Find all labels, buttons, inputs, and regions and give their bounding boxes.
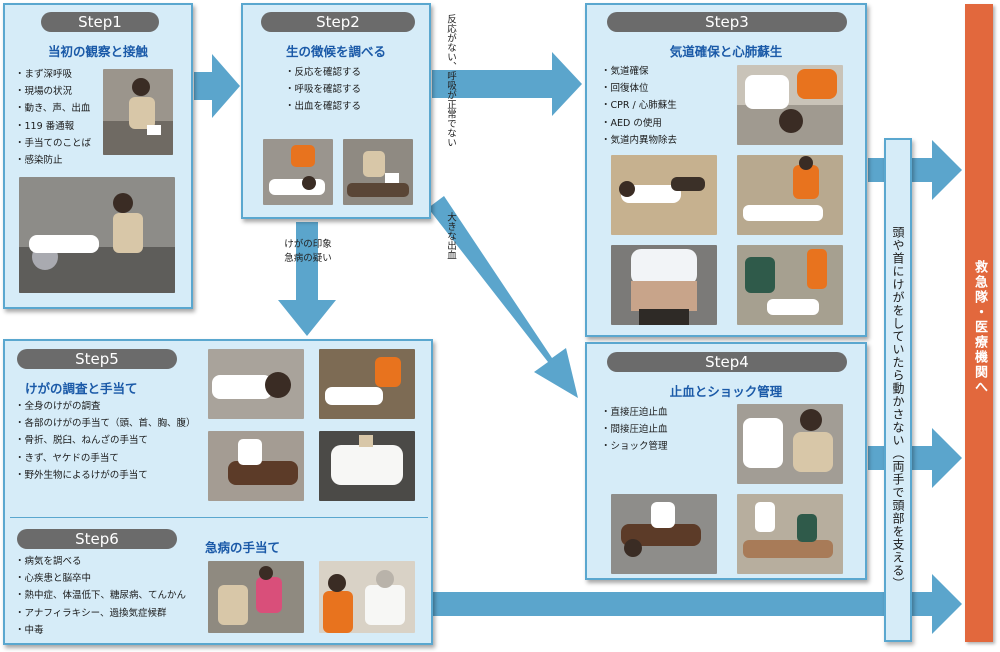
step3-pill: Step3 — [607, 12, 847, 32]
step5-photo-arm — [319, 349, 415, 419]
step2-title: 生の徴候を調べる — [285, 44, 386, 59]
arrow-step2-to-step3 — [432, 52, 582, 116]
step4-title: 止血とショック管理 — [669, 384, 783, 399]
list-item: まず深呼吸 — [15, 66, 91, 83]
step5-photo-fracture — [208, 431, 304, 501]
step2-list: 反応を確認する 呼吸を確認する 出血を確認する — [285, 64, 362, 116]
list-item: 感染防止 — [15, 152, 91, 169]
step5-list: 全身のけがの調査 各部のけがの手当て（頭、首、胸、腹） 骨折、脱臼、ねんざの手当… — [15, 398, 196, 484]
step5-title: けがの調査と手当て — [25, 381, 138, 396]
label-bleeding: 大きな出血 — [445, 212, 456, 260]
step2-box: Step2 生の徴候を調べる 反応を確認する 呼吸を確認する 出血を確認する — [241, 3, 431, 219]
arrow-step1-to-step2 — [194, 54, 240, 118]
step4-box: Step4 止血とショック管理 直接圧迫止血 間接圧迫止血 ショック管理 — [585, 342, 867, 580]
list-item: きず、ヤケドの手当て — [15, 450, 196, 467]
list-item: 手当てのことば — [15, 135, 92, 152]
list-item: 病気を調べる — [15, 553, 186, 570]
neck-injury-text: 頭や首にけがをしていたら動かさない（両手で頭部を支える） — [891, 226, 905, 590]
step6-photo-assess — [208, 561, 304, 633]
label-injury-line2: 急病の疑い — [284, 253, 332, 264]
list-item: 動き、声、出血 — [15, 100, 91, 117]
ems-bar — [965, 4, 993, 642]
step5-photo-head — [208, 349, 304, 419]
label-no-breathing: 反応がない、呼吸が正常でない — [445, 14, 456, 147]
step2-photo-breathing — [343, 139, 413, 205]
step4-pill: Step4 — [607, 352, 847, 372]
list-item: 回復体位 — [601, 80, 677, 97]
step1-box: Step1 当初の観察と接触 まず深呼吸 現場の状況 動き、声、出血 119 番… — [3, 3, 193, 309]
section-divider — [10, 517, 428, 518]
step1-pill: Step1 — [41, 12, 159, 32]
ems-text: 救急隊・医療機関へ — [972, 260, 987, 395]
step3-photo-airway — [737, 65, 843, 145]
step2-photo-response — [263, 139, 333, 205]
step1-photo-contact — [19, 177, 175, 293]
step3-photo-cpr — [737, 155, 843, 235]
list-item: 直接圧迫止血 — [601, 404, 668, 421]
step6-list: 病気を調べる 心疾患と脳卒中 熱中症、体温低下、糖尿病、てんかん アナフィラキシ… — [15, 553, 187, 639]
step6-title: 急病の手当て — [205, 540, 281, 555]
step4-photo-indirect-pressure — [611, 494, 717, 574]
step3-list: 気道確保 回復体位 CPR / 心肺蘇生 AED の使用 気道内異物除去 — [601, 63, 678, 149]
step5-pill: Step5 — [17, 349, 177, 369]
list-item: CPR / 心肺蘇生 — [601, 97, 677, 114]
step1-list: まず深呼吸 現場の状況 動き、声、出血 119 番通報 手当てのことば 感染防止 — [15, 66, 92, 169]
list-item: 野外生物によるけがの手当て — [15, 467, 196, 484]
step5-6-box: Step5 けがの調査と手当て 全身のけがの調査 各部のけがの手当て（頭、首、胸… — [3, 339, 433, 645]
label-injury-line1: けがの印象 — [284, 239, 332, 250]
arrow-step6-to-ems — [432, 574, 962, 634]
list-item: 119 番通報 — [15, 118, 91, 135]
arrow-step4-to-ems — [868, 428, 962, 488]
step4-photo-shock — [737, 494, 843, 574]
step4-list: 直接圧迫止血 間接圧迫止血 ショック管理 — [601, 404, 668, 456]
list-item: 出血を確認する — [285, 98, 362, 115]
list-item: 呼吸を確認する — [285, 81, 362, 98]
step3-photo-aed — [611, 245, 717, 325]
list-item: 骨折、脱臼、ねんざの手当て — [15, 432, 196, 449]
list-item: 気道確保 — [601, 63, 677, 80]
step3-photo-foreign-body — [737, 245, 843, 325]
list-item: ショック管理 — [601, 438, 668, 455]
step3-photo-recovery — [611, 155, 717, 235]
list-item: 全身のけがの調査 — [15, 398, 196, 415]
neck-injury-bar — [884, 138, 912, 642]
label-injury: けがの印象 急病の疑い — [272, 238, 344, 266]
list-item: 各部のけがの手当て（頭、首、胸、腹） — [15, 415, 196, 432]
list-item: アナフィラキシー、過換気症候群 — [15, 605, 186, 622]
list-item: 中毒 — [15, 622, 186, 639]
list-item: AED の使用 — [601, 115, 677, 132]
step6-pill: Step6 — [17, 529, 177, 549]
step1-title: 当初の観察と接触 — [47, 44, 148, 59]
list-item: 現場の状況 — [15, 83, 91, 100]
list-item: 心疾患と脳卒中 — [15, 570, 186, 587]
step5-photo-wound — [319, 431, 415, 501]
list-item: 熱中症、体温低下、糖尿病、てんかん — [15, 587, 187, 604]
arrow-step2-to-step5 — [278, 222, 336, 336]
list-item: 間接圧迫止血 — [601, 421, 668, 438]
arrow-step2-to-step4 — [428, 196, 578, 398]
list-item: 気道内異物除去 — [601, 132, 678, 149]
step3-box: Step3 気道確保と心肺蘇生 気道確保 回復体位 CPR / 心肺蘇生 AED… — [585, 3, 867, 337]
step6-photo-care — [319, 561, 415, 633]
step3-title: 気道確保と心肺蘇生 — [669, 44, 783, 59]
step1-photo-approach — [103, 69, 173, 155]
step2-pill: Step2 — [261, 12, 415, 32]
step4-photo-direct-pressure — [737, 404, 843, 484]
list-item: 反応を確認する — [285, 64, 362, 81]
arrow-step3-to-ems — [868, 140, 962, 200]
